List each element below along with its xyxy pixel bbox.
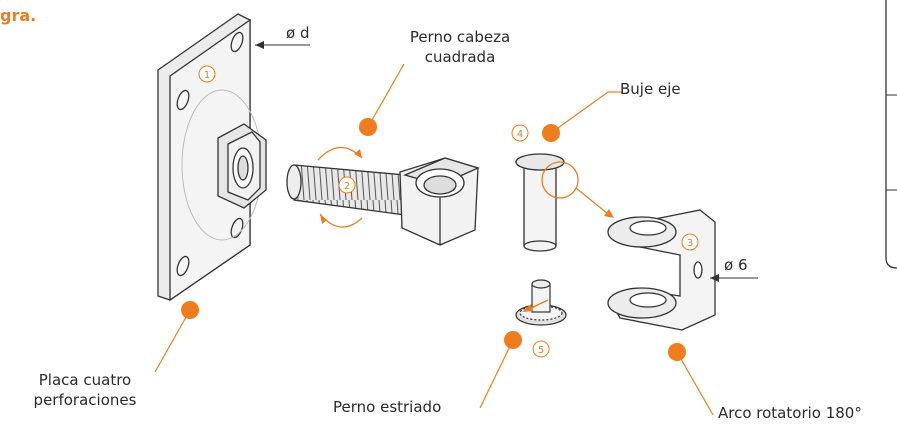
part-number-2: 2 <box>344 181 350 192</box>
arco-label: Arco rotatorio 180° <box>718 404 862 422</box>
square-head-bolt-part <box>286 157 480 246</box>
part-number-3: 3 <box>687 238 693 249</box>
splined-bolt-part <box>515 279 567 326</box>
bushing-part <box>515 153 565 252</box>
leader-dots <box>181 118 686 361</box>
placa-label: Placa cuatro perforaciones <box>33 371 137 409</box>
diameter-6-label: ø 6 <box>724 256 748 274</box>
plate-part <box>157 13 267 302</box>
frame-edge <box>885 0 897 269</box>
rotating-arc-part <box>607 209 716 331</box>
diameter-d-label: ø d <box>286 24 310 42</box>
part-number-4: 4 <box>517 129 523 140</box>
section-title: gra. <box>0 6 37 25</box>
perno-cabeza-label: Perno cabeza cuadrada <box>409 28 511 66</box>
leader-lines <box>154 63 714 416</box>
perno-estriado-label: Perno estriado <box>333 398 442 416</box>
part-number-5: 5 <box>538 345 544 356</box>
buje-eje-label: Buje eje <box>620 80 681 98</box>
part-number-1: 1 <box>204 70 210 81</box>
